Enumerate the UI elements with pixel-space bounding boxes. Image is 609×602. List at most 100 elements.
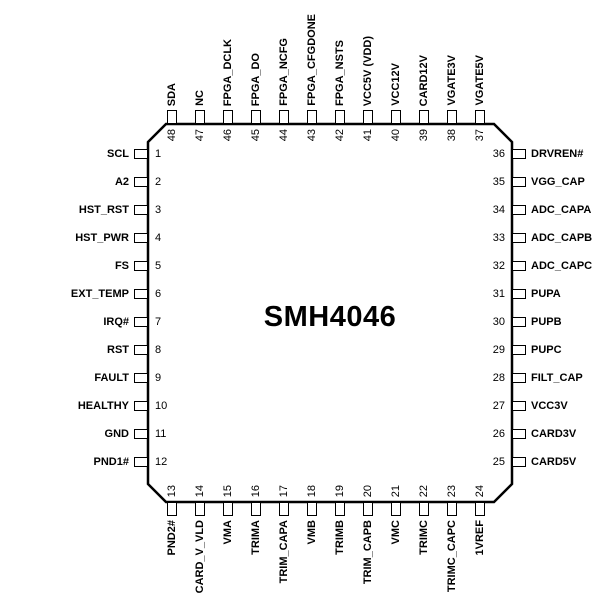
pin-17-label: TRIM_CAPA — [278, 520, 290, 584]
pin-19-label: TRIMB — [334, 520, 346, 555]
pin-42-label: FPGA_NSTS — [334, 39, 346, 106]
pin-10-label: HEALTHY — [77, 400, 129, 412]
pin-20-number: 20 — [362, 484, 374, 497]
pin-28-stub — [512, 373, 526, 383]
pin-29-label: PUPC — [531, 344, 562, 356]
pin-32-label: ADC_CAPC — [531, 260, 593, 272]
pin-8-label: RST — [107, 344, 129, 356]
pin-42-number: 42 — [334, 129, 346, 142]
pin-43-label: FPGA_CFGDONE — [306, 14, 318, 106]
pin-6-stub — [134, 289, 148, 299]
pin-38-number: 38 — [446, 129, 458, 142]
pin-10-number: 10 — [155, 400, 168, 412]
pin-41-label: VCC5V (VDD) — [362, 35, 374, 106]
pin-11-number: 11 — [155, 428, 167, 440]
pin-45-number: 45 — [250, 129, 262, 142]
pin-29-number: 29 — [492, 344, 505, 356]
pin-11-stub — [134, 429, 148, 439]
pin-2-label: A2 — [114, 176, 129, 188]
pin-1-stub — [134, 149, 148, 159]
pin-9-number: 9 — [155, 372, 162, 384]
pin-7-number: 7 — [155, 316, 162, 328]
pin-36-stub — [512, 149, 526, 159]
pin-4-stub — [134, 233, 148, 243]
pin-18-stub — [307, 502, 317, 516]
pin-40-stub — [391, 110, 401, 124]
pin-30-number: 30 — [492, 316, 505, 328]
pin-15-stub — [223, 502, 233, 516]
pin-8-stub — [134, 345, 148, 355]
pin-12-label: PND1# — [93, 456, 129, 468]
pin-19-stub — [335, 502, 345, 516]
pin-1-label: SCL — [107, 148, 129, 160]
pin-20-stub — [363, 502, 373, 516]
pin-2-number: 2 — [155, 176, 162, 188]
chip-title: SMH4046 — [263, 301, 397, 333]
pin-16-label: TRIMA — [250, 520, 262, 555]
pin-27-label: VCC3V — [531, 400, 568, 412]
pin-37-label: VGATE5V — [474, 55, 486, 106]
pin-48-label: SDA — [166, 82, 178, 106]
pin-33-stub — [512, 233, 526, 243]
pin-9-label: FAULT — [94, 372, 129, 384]
pin-25-label: CARD5V — [531, 456, 577, 468]
pin-34-number: 34 — [492, 204, 505, 216]
pin-39-number: 39 — [418, 129, 430, 142]
pin-28-label: FILT_CAP — [531, 372, 583, 384]
pin-39-stub — [419, 110, 429, 124]
pin-17-stub — [279, 502, 289, 516]
pin-26-label: CARD3V — [531, 428, 577, 440]
pin-21-label: VMC — [390, 520, 402, 545]
pin-47-stub — [195, 110, 205, 124]
pin-31-number: 31 — [492, 288, 505, 300]
pin-43-number: 43 — [306, 129, 318, 142]
pin-25-number: 25 — [492, 456, 505, 468]
pin-3-label: HST_RST — [78, 204, 129, 216]
pin-24-label: 1VREF — [474, 520, 486, 556]
pin-4-label: HST_PWR — [75, 232, 129, 244]
pin-14-label: CARD_V_VLD — [194, 520, 206, 594]
pin-38-label: VGATE3V — [446, 55, 458, 106]
pin-32-number: 32 — [492, 260, 505, 272]
pin-5-stub — [134, 261, 148, 271]
pin-34-stub — [512, 205, 526, 215]
pin-18-label: VMB — [306, 520, 318, 545]
pin-13-label: PND2# — [166, 520, 178, 556]
pin-23-label: TRIMC_CAPC — [446, 520, 458, 593]
pin-27-stub — [512, 401, 526, 411]
pin-10-stub — [134, 401, 148, 411]
pin-30-label: PUPB — [531, 316, 562, 328]
pin-26-number: 26 — [492, 428, 505, 440]
pin-22-label: TRIMC — [418, 520, 430, 555]
pin-35-label: VGG_CAP — [531, 176, 585, 188]
pin-31-stub — [512, 289, 526, 299]
pin-5-number: 5 — [155, 260, 162, 272]
pin-8-number: 8 — [155, 344, 162, 356]
pin-45-label: FPGA_DO — [250, 52, 262, 106]
pin-29-stub — [512, 345, 526, 355]
pin-44-label: FPGA_NCFG — [278, 38, 290, 106]
pin-46-number: 46 — [222, 129, 234, 142]
pin-40-label: VCC12V — [390, 63, 402, 106]
pin-24-number: 24 — [474, 484, 486, 497]
pin-21-number: 21 — [390, 484, 402, 497]
pin-2-stub — [134, 177, 148, 187]
pin-19-number: 19 — [334, 484, 346, 497]
pin-13-stub — [167, 502, 177, 516]
pin-3-number: 3 — [155, 204, 162, 216]
pin-20-label: TRIM_CAPB — [362, 520, 374, 585]
pin-23-number: 23 — [446, 484, 458, 497]
pin-7-stub — [134, 317, 148, 327]
pin-1-number: 1 — [155, 148, 162, 160]
pin-15-label: VMA — [222, 520, 234, 545]
pin-32-stub — [512, 261, 526, 271]
pin-38-stub — [447, 110, 457, 124]
pin-16-stub — [251, 502, 261, 516]
pin-37-stub — [475, 110, 485, 124]
pin-11-label: GND — [104, 428, 129, 440]
pin-39-label: CARD12V — [418, 54, 430, 106]
pin-24-stub — [475, 502, 485, 516]
pin-27-number: 27 — [492, 400, 505, 412]
